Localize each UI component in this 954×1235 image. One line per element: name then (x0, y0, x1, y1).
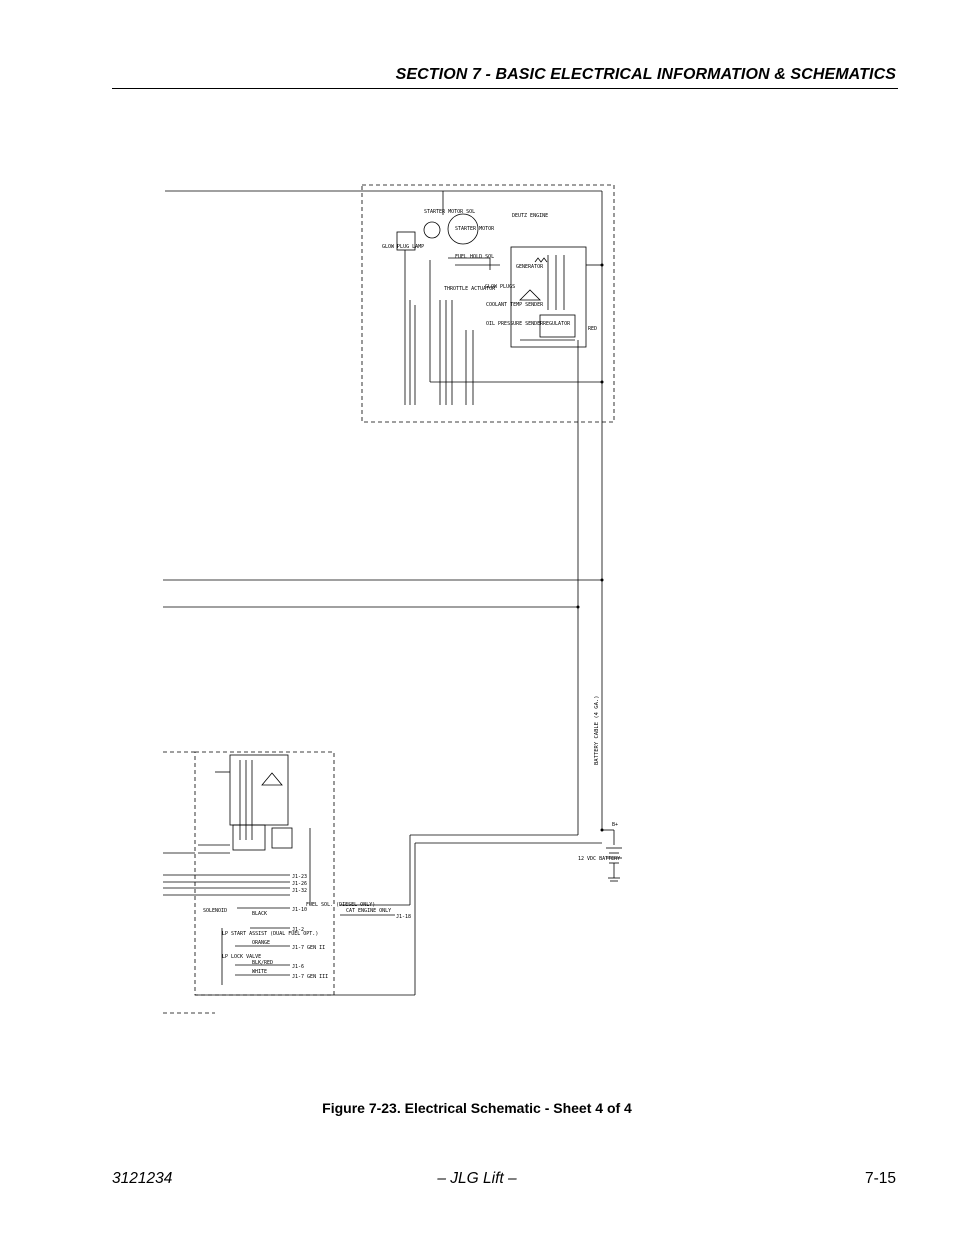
generator-box (510, 246, 587, 348)
footer-brand: – JLG Lift – (437, 1170, 517, 1187)
label-oil-pressure: OIL PRESSURE SENDER (486, 321, 544, 327)
label-glow-plug-lamp: GLOW PLUG LAMP (382, 244, 424, 250)
label-lp-start: LP START ASSIST (DUAL FUEL OPT.) (222, 931, 318, 937)
label-fuel-sol: FUEL SOL. (DIESEL ONLY) (306, 902, 375, 908)
label-regulator: REGULATOR (543, 321, 571, 327)
figure-caption: Figure 7-23. Electrical Schematic - Shee… (322, 1100, 632, 1116)
label-j1-26: J1-26 (292, 881, 307, 887)
label-b-plus: B+ (612, 822, 618, 828)
label-wire-red: RED (588, 326, 597, 332)
label-j1-10: J1-10 (292, 907, 307, 913)
label-wire-white: WHITE (252, 969, 267, 975)
footer-center: – JLG Lift – (0, 1170, 954, 1188)
label-j1-32: J1-32 (292, 888, 307, 894)
label-lp-lock: LP LOCK VALVE (222, 954, 261, 960)
regulator-box (539, 314, 576, 338)
footer-page-number: 7-15 (864, 1170, 896, 1187)
label-deutz-engine: DEUTZ ENGINE (512, 213, 548, 219)
label-j1-6: J1-6 (292, 964, 304, 970)
label-solenoid: SOLENOID (203, 908, 227, 914)
label-glow-plugs: GLOW PLUGS (485, 284, 515, 290)
footer-doc-number: 3121234 (112, 1170, 173, 1187)
label-wire-black: BLACK (252, 911, 267, 917)
label-j1-7-gen2: J1-7 GEN II (292, 945, 325, 951)
label-cat-engine: CAT ENGINE ONLY (346, 908, 391, 914)
engine-enclosure (361, 184, 615, 423)
label-j1-7-gen3: J1-7 GEN III (292, 974, 328, 980)
label-wire-orange: ORANGE (252, 940, 270, 946)
starter-solenoid-symbol (423, 221, 441, 239)
label-battery: 12 VDC BATTERY (578, 856, 620, 862)
label-fuel-hold-sol: FUEL HOLD SOL (455, 254, 494, 260)
label-j1-23: J1-23 (292, 874, 307, 880)
label-throttle: THROTTLE ACTUATOR (444, 286, 496, 292)
lower-enclosure (194, 751, 335, 996)
glow-plug-lamp-box (396, 231, 416, 251)
label-starter-motor: STARTER MOTOR (455, 226, 495, 232)
label-coolant: COOLANT TEMP SENDER (486, 302, 544, 308)
label-battery-cable: BATTERY CABLE (4 GA.) (594, 695, 600, 765)
label-wire-blkred: BLK/RED (252, 960, 273, 966)
section-title: SECTION 7 - BASIC ELECTRICAL INFORMATION… (395, 66, 896, 83)
label-starter-sol: STARTER MOTOR SOL (424, 209, 475, 215)
starter-motor-symbol (447, 213, 479, 245)
lower-generator-box (229, 754, 289, 826)
header-rule (112, 88, 898, 89)
label-j1-2: J1-2 (292, 927, 304, 933)
label-generator: GENERATOR (516, 264, 544, 270)
lower-regulator-box (232, 824, 266, 851)
label-j1-18: J1-18 (396, 914, 411, 920)
